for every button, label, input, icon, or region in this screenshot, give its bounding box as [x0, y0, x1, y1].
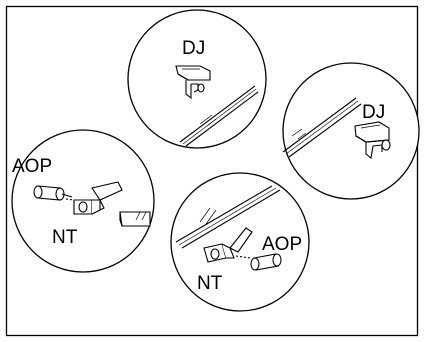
detail-circle-left: AOP NT: [11, 129, 155, 273]
glass-panel-right: [282, 97, 362, 158]
detail-circle-right: DJ: [282, 62, 420, 200]
label-dj-top: DJ: [182, 38, 205, 59]
glass-panel-bottom: [175, 185, 281, 249]
dj-clip-right: [354, 121, 391, 160]
detail-circle-right-outline: [282, 62, 420, 200]
glass-panel-top: [179, 85, 259, 147]
detail-circle-top: DJ: [127, 9, 267, 149]
label-aop-bottom: AOP: [262, 234, 302, 255]
detail-circle-bottom: AOP NT: [170, 172, 310, 312]
label-dj-right: DJ: [362, 102, 385, 123]
nt-clip-left: [73, 181, 123, 215]
label-nt-left: NT: [52, 227, 78, 248]
aop-pin-bottom: [250, 253, 282, 271]
aop-pin-left: [33, 185, 75, 201]
label-nt-bottom: NT: [197, 273, 223, 294]
label-aop-left: AOP: [12, 156, 52, 177]
nt-clip-bottom: [203, 227, 253, 263]
glass-panel-left: [119, 211, 151, 227]
dj-clip-top: [175, 65, 211, 100]
